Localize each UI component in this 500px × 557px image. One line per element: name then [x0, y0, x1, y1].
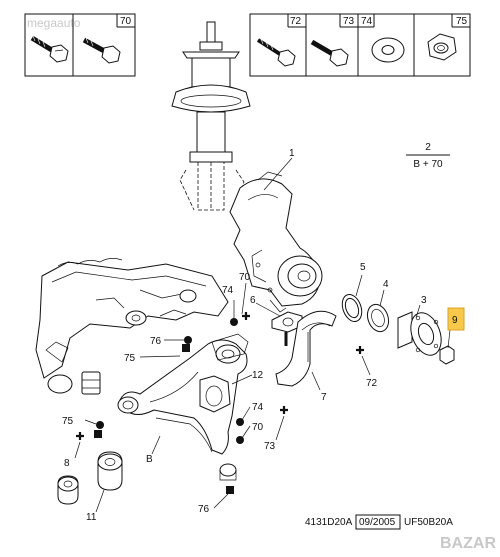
callout-73: 73: [264, 441, 276, 452]
bolt-icon: [30, 35, 69, 63]
bolt-icon: [82, 37, 121, 64]
header-box-70-number: 70: [120, 16, 132, 27]
header-box-74-number: 74: [361, 16, 373, 27]
callout-72: 72: [366, 378, 378, 389]
header-box-73: 73: [305, 13, 359, 77]
header-box-75: 75: [413, 13, 471, 77]
callout-76-upper: 76: [150, 336, 162, 347]
callout-1: 1: [289, 148, 295, 159]
footer-date: 09/2005: [359, 517, 396, 528]
callout-74-upper: 74: [222, 285, 234, 296]
leader-lines: [74, 157, 451, 513]
callout-9: 9: [452, 315, 458, 326]
bushings: [57, 451, 123, 505]
callout-12: 12: [252, 370, 264, 381]
watermark-bottom: BAZAR: [440, 535, 496, 552]
footer-code: 4131D20A: [305, 517, 353, 528]
reference-fraction: 2 B + 70: [406, 142, 450, 170]
highlight-part-9: [447, 307, 465, 331]
bolt-icon: [310, 39, 349, 67]
callout-11: 11: [86, 512, 97, 523]
callout-7: 7: [321, 392, 327, 403]
header-box-70: 70: [72, 13, 136, 77]
reference-top: 2: [425, 142, 431, 153]
parts-header: megaauto 70 72: [24, 13, 471, 77]
heat-shield: [275, 310, 337, 387]
header-box-72-number: 72: [290, 16, 302, 27]
lower-control-arm: [117, 333, 249, 481]
header-box-75-number: 75: [456, 16, 468, 27]
callout-labels: 1 3 4 5 6 7 8 9 11 12 B 70 70 72 73 74 7…: [62, 148, 458, 523]
callout-74-lower: 74: [252, 402, 264, 413]
strut-assembly: [171, 21, 251, 211]
callout-3: 3: [421, 295, 427, 306]
footer-reference: 4131D20A 09/2005 UF50B20A: [305, 514, 453, 530]
header-box-73-number: 73: [343, 16, 355, 27]
callout-75-upper: 75: [124, 353, 136, 364]
callout-6: 6: [250, 295, 256, 306]
callout-5: 5: [360, 262, 366, 273]
header-box-72: 72: [249, 13, 307, 77]
nut-icon: [427, 33, 457, 61]
steering-knuckle: [229, 171, 323, 313]
header-box-bolt-1: megaauto: [24, 13, 81, 77]
watermark-top: megaauto: [27, 16, 81, 30]
callout-b: B: [146, 454, 153, 465]
callout-75-lower: 75: [62, 416, 74, 427]
washer-icon: [371, 37, 405, 63]
header-box-74: 74: [357, 13, 415, 77]
callout-76-lower: 76: [198, 504, 210, 515]
subframe: [35, 258, 229, 395]
footer-ref: UF50B20A: [404, 517, 453, 528]
reference-bottom: B + 70: [413, 159, 443, 170]
callout-4: 4: [383, 279, 389, 290]
screw-icon: [256, 38, 296, 67]
callout-8: 8: [64, 458, 70, 469]
hub-parts: [341, 293, 455, 365]
callout-70-upper: 70: [239, 272, 251, 283]
callout-70-lower: 70: [252, 422, 264, 433]
